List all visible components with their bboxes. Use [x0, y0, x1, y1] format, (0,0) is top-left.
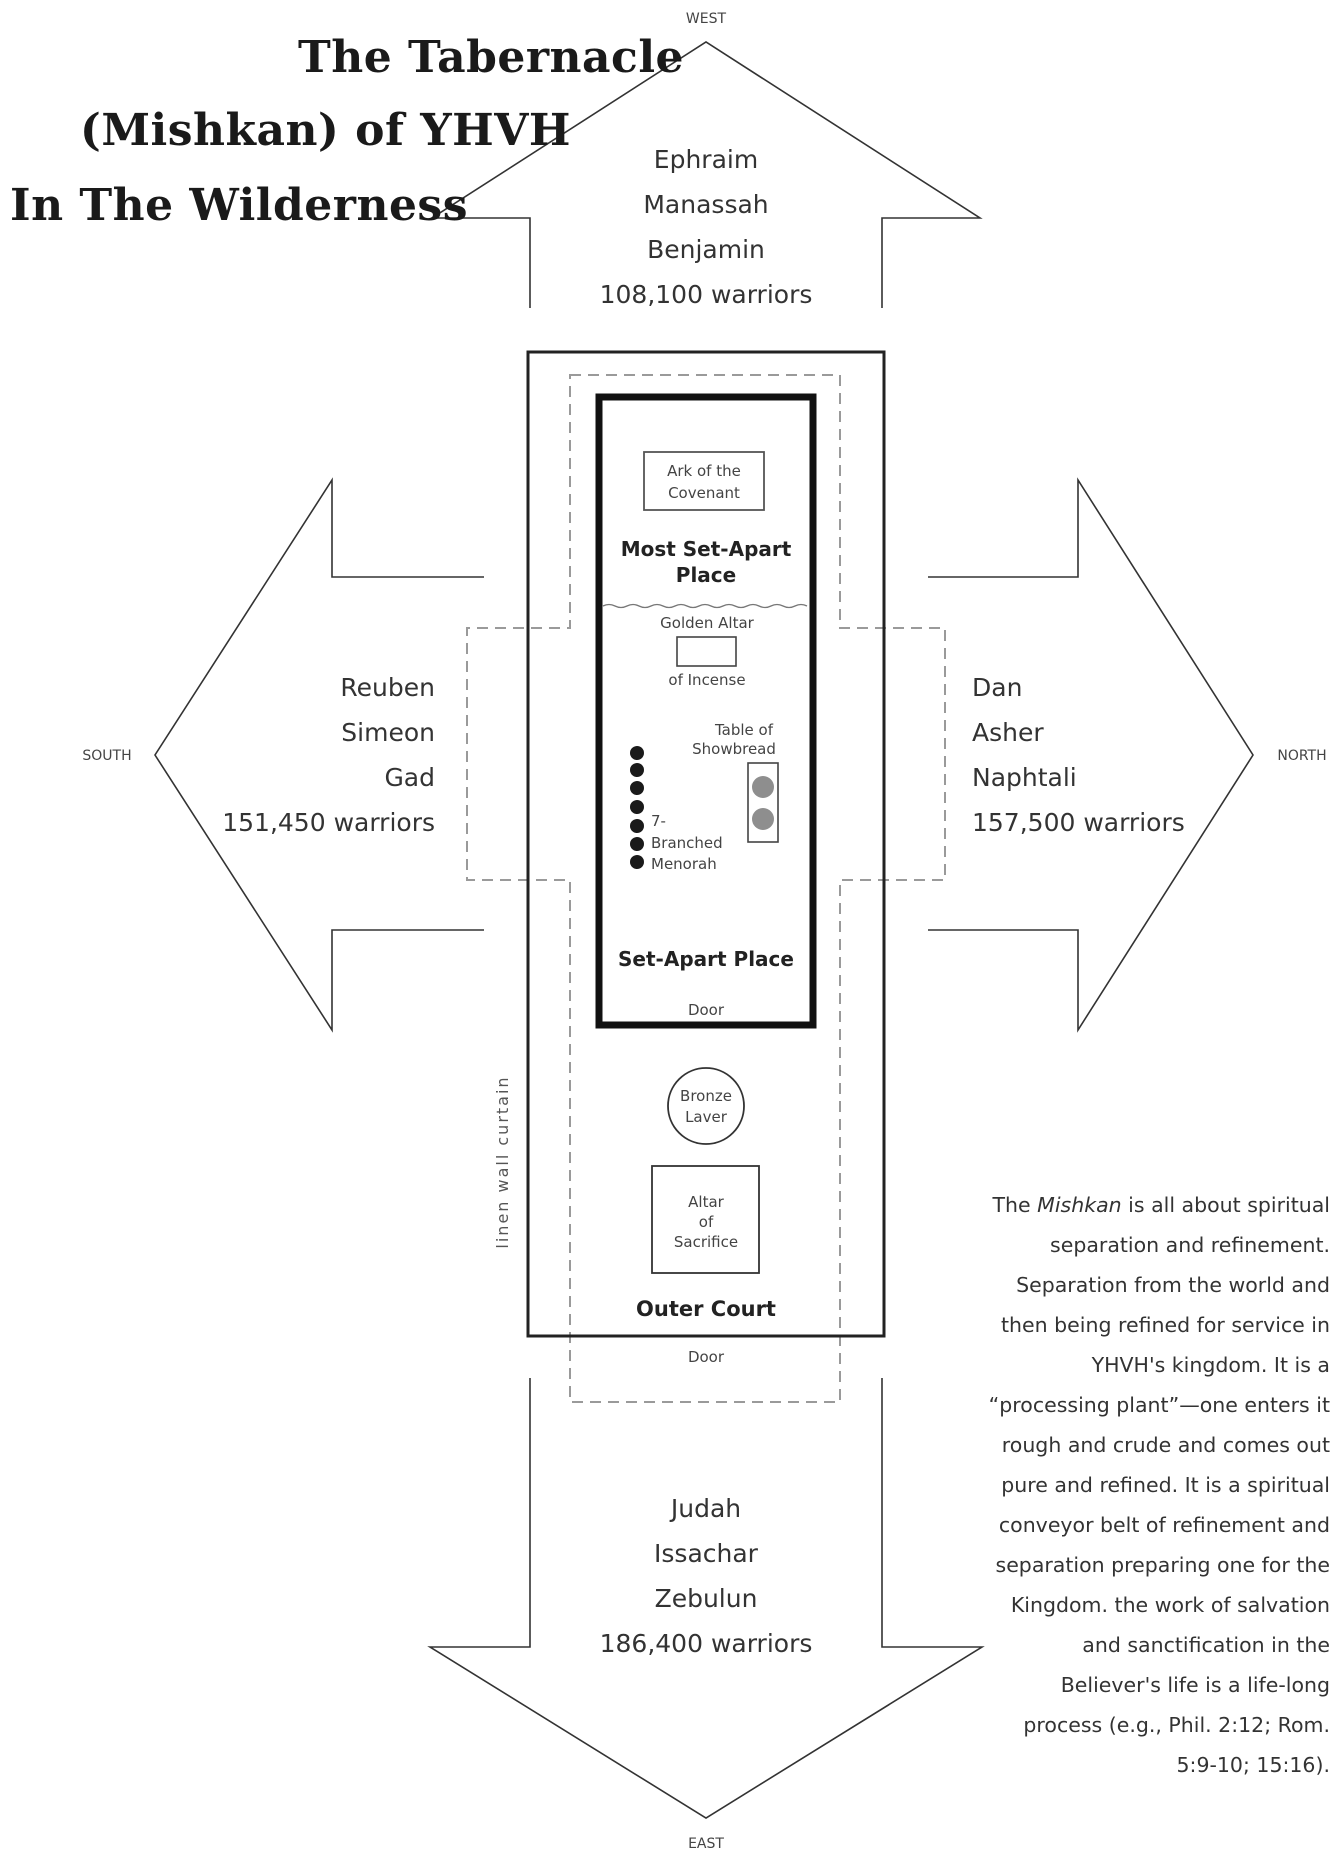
- south-warriors: 151,450 warriors: [222, 808, 435, 837]
- altar-label: Sacrifice: [674, 1233, 738, 1251]
- golden-altar-label: of Incense: [668, 671, 745, 689]
- laver-label: Bronze: [680, 1087, 732, 1105]
- most-holy-label: Most Set-Apart: [621, 537, 792, 561]
- south-arrow: [154, 477, 484, 1033]
- north-tribe: Dan: [972, 673, 1022, 702]
- laver-label: Laver: [685, 1108, 728, 1126]
- south-tribe: Simeon: [341, 718, 435, 747]
- west-arrow: [429, 41, 983, 308]
- west-tribe: Ephraim: [654, 145, 758, 174]
- south-tribe: Gad: [384, 763, 435, 792]
- mishkan-note: The Mishkan is all about spiritual separ…: [985, 1185, 1330, 1785]
- golden-altar-label: Golden Altar: [660, 614, 754, 632]
- altar-label: Altar: [688, 1193, 725, 1211]
- menorah-lamp: [630, 763, 644, 777]
- menorah-lamp: [630, 800, 644, 814]
- menorah-lamp: [630, 746, 644, 760]
- table-label: Showbread: [692, 740, 776, 758]
- note-italic: Mishkan: [1037, 1193, 1122, 1217]
- note-text: is all about spiritual separation and re…: [988, 1193, 1330, 1777]
- ark-label: Ark of the: [667, 462, 741, 480]
- bronze-laver-circle: [667, 1067, 745, 1145]
- menorah-label: Branched: [651, 834, 723, 852]
- levite-camp-dashed-outline: [466, 374, 946, 1403]
- most-holy-label: Place: [676, 563, 736, 587]
- menorah-label: 7-: [651, 812, 666, 830]
- north-tribe: Asher: [972, 718, 1044, 747]
- holy-place-label: Set-Apart Place: [618, 947, 794, 971]
- east-label: EAST: [688, 1836, 724, 1852]
- altar-of-sacrifice-box: [651, 1165, 760, 1274]
- north-label: NORTH: [1277, 748, 1326, 764]
- east-tribe: Judah: [669, 1494, 741, 1523]
- west-label: WEST: [686, 11, 727, 27]
- menorah-lamp: [630, 819, 644, 833]
- outer-door-label: Door: [688, 1348, 725, 1366]
- golden-altar-box: [676, 636, 737, 667]
- table-label: Table of: [714, 721, 774, 739]
- ark-of-covenant-box: [643, 451, 765, 511]
- east-arrow: [427, 1378, 985, 1819]
- north-tribe: Naphtali: [972, 763, 1077, 792]
- menorah-lamp: [630, 781, 644, 795]
- title-line: (Mishkan) of YHVH: [80, 105, 571, 156]
- west-tribe: Benjamin: [647, 235, 765, 264]
- inner-door-label: Door: [688, 1001, 725, 1019]
- title-line: The Tabernacle: [298, 32, 685, 83]
- altar-label: of: [699, 1213, 714, 1231]
- north-warriors: 157,500 warriors: [972, 808, 1185, 837]
- showbread-loaf: [752, 808, 774, 830]
- east-tribe: Issachar: [654, 1539, 759, 1568]
- veil: [602, 603, 808, 609]
- tent-wall: [595, 393, 817, 1029]
- menorah-lamp: [630, 855, 644, 869]
- outer-court-label: Outer Court: [636, 1297, 776, 1321]
- menorah-label: Menorah: [651, 855, 717, 873]
- south-tribe: Reuben: [340, 673, 435, 702]
- showbread-loaf: [752, 776, 774, 798]
- south-label: SOUTH: [82, 748, 131, 764]
- menorah-lamp: [630, 837, 644, 851]
- east-warriors: 186,400 warriors: [600, 1629, 813, 1658]
- ark-label: Covenant: [668, 484, 740, 502]
- title-line: In The Wilderness: [10, 180, 468, 231]
- west-tribe: Manassah: [643, 190, 768, 219]
- west-warriors: 108,100 warriors: [600, 280, 813, 309]
- linen-curtain-label: linen wall curtain: [493, 1075, 512, 1248]
- outer-court-wall: [526, 350, 886, 1338]
- note-text: The: [992, 1193, 1038, 1217]
- east-tribe: Zebulun: [655, 1584, 758, 1613]
- table-of-showbread-box: [747, 762, 779, 843]
- north-arrow: [928, 477, 1254, 1033]
